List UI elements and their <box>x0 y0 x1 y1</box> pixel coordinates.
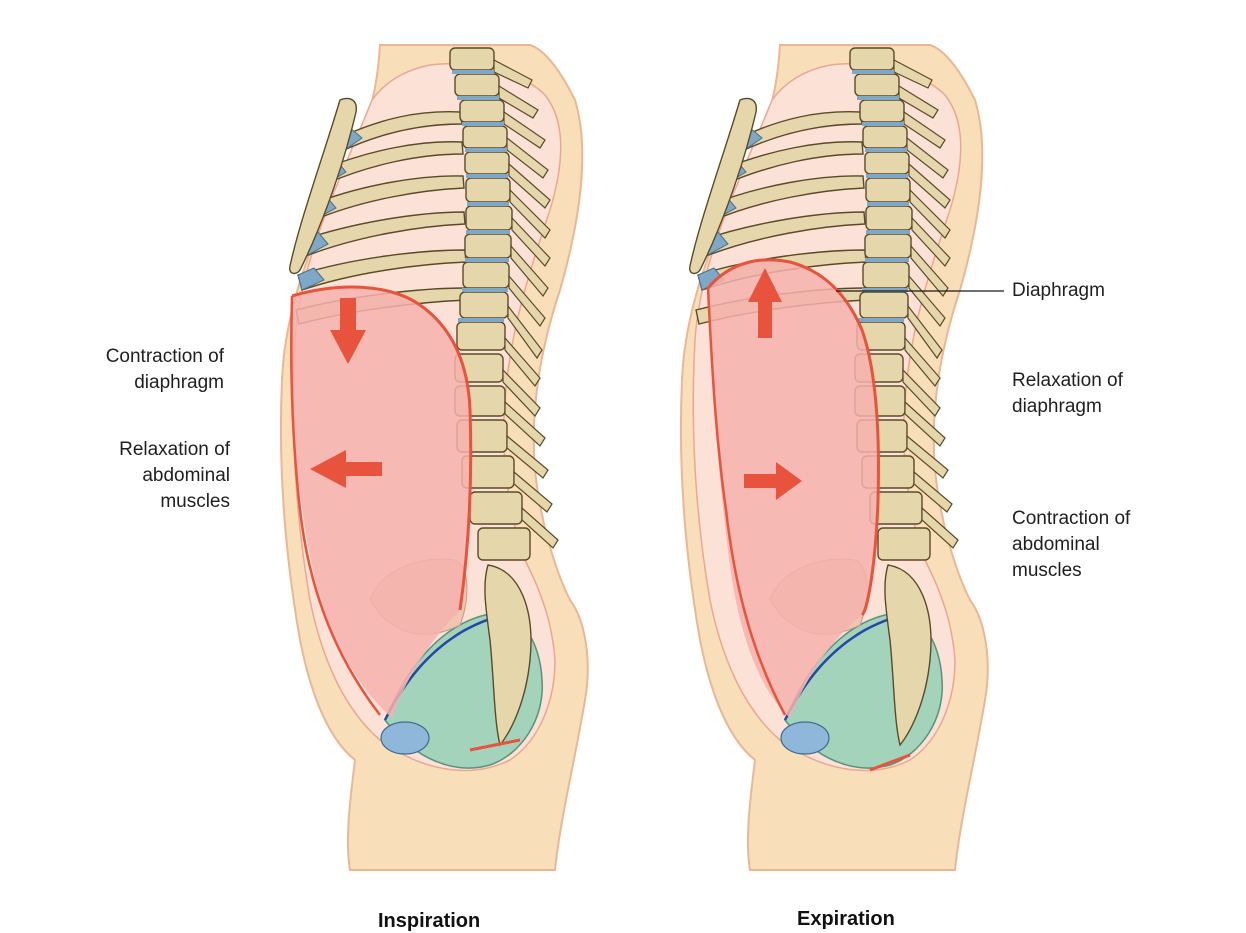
anterior-wall-line-inspiration <box>290 295 381 716</box>
abdominal-cavity-expiration <box>708 259 879 718</box>
label-diaphragm: Diaphragm <box>1012 280 1105 301</box>
arrow-left-icon <box>310 450 382 488</box>
arrow-up-icon <box>748 268 782 338</box>
arrow-down-icon <box>330 298 366 364</box>
arrow-right-icon <box>744 462 802 500</box>
inspiration-figure <box>279 43 589 872</box>
diaphragm-line-inspiration <box>291 285 473 611</box>
caption-inspiration: Inspiration <box>378 910 481 932</box>
expiration-figure <box>679 43 989 872</box>
abdominal-cavity-inspiration <box>290 287 471 718</box>
label-contraction-of-abdominal-muscles: Contraction of abdominal muscles <box>1012 508 1131 581</box>
label-relaxation-of-diaphragm: Relaxation of diaphragm <box>1012 370 1123 417</box>
anterior-wall-line-expiration <box>706 287 787 716</box>
label-relaxation-of-abdominal-muscles: Relaxation of abdominal muscles <box>119 439 230 512</box>
caption-expiration: Expiration <box>797 908 895 930</box>
diaphragm-line-expiration <box>706 258 880 617</box>
label-contraction-of-diaphragm: Contraction of diaphragm <box>105 346 224 393</box>
